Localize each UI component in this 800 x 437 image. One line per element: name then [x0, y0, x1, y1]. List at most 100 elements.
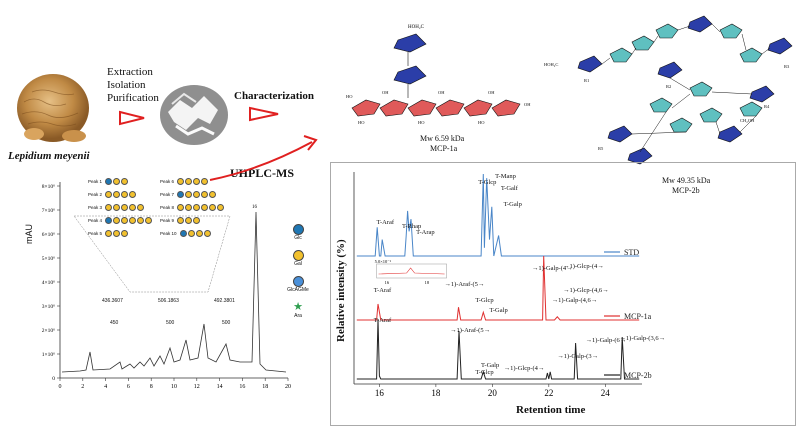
peak-label: Peak 4	[88, 218, 103, 223]
uhplc-y-unit: mAU	[24, 224, 34, 244]
mz-value-label: 436.3607	[102, 298, 123, 304]
peak-annotation: →1)-Araf-(5→	[444, 281, 484, 288]
gal-symbol-icon	[185, 191, 193, 198]
peak-annotation: T-Galp	[504, 201, 522, 208]
legend-item: ★Ara	[278, 302, 318, 320]
circle-icon	[292, 224, 304, 235]
y-tick-label: 7×10⁶	[42, 208, 55, 214]
gal-symbol-icon	[113, 191, 121, 198]
gal-symbol-icon	[193, 178, 201, 185]
gal-symbol-icon	[129, 191, 137, 198]
y-tick-label: 4×10⁶	[42, 280, 55, 286]
gal-symbol-icon	[105, 230, 113, 237]
x-tick-label: 18	[431, 388, 441, 398]
gal-symbol-icon	[193, 204, 201, 211]
gal-symbol-icon	[121, 178, 129, 185]
gal-symbol-icon	[145, 217, 153, 224]
svg-text:R2: R2	[666, 84, 671, 89]
x-tick-label: 20	[488, 388, 498, 398]
peak-number-label: 16	[252, 205, 258, 210]
gal-symbol-icon	[137, 217, 145, 224]
gal-symbol-icon	[177, 204, 185, 211]
gal-symbol-icon	[193, 191, 201, 198]
gal-symbol-icon	[185, 204, 193, 211]
gal-symbol-icon	[121, 191, 129, 198]
gal-symbol-icon	[209, 204, 217, 211]
peak-glycan-row: Peak 6	[160, 178, 209, 185]
svg-text:HO: HO	[346, 94, 353, 99]
step-purification: Purification	[107, 92, 159, 104]
y-tick-label: 2×10⁶	[42, 328, 55, 334]
mz-value-label: 506.1863	[158, 298, 179, 304]
svg-text:R3: R3	[784, 64, 790, 69]
peak-label: Peak 2	[88, 192, 103, 197]
legend-label: GlcAGMe	[287, 287, 309, 293]
peak-glycan-row: Peak 5	[88, 230, 129, 237]
series-line-std	[356, 173, 640, 257]
x-tick-label: 18	[262, 384, 268, 390]
peak-label: Peak 7	[160, 192, 175, 197]
svg-text:OH: OH	[488, 90, 495, 95]
uhplc-chromatogram: 01×10⁶2×10⁶3×10⁶4×10⁶5×10⁶6×10⁶7×10⁶8×10…	[42, 182, 291, 390]
gal-symbol-icon	[105, 191, 113, 198]
gal-symbol-icon	[177, 217, 185, 224]
peak-glycan-row: Peak 10	[160, 230, 211, 237]
svg-text:HOH₂C: HOH₂C	[408, 25, 425, 30]
svg-text:HO: HO	[358, 120, 365, 125]
peak-glycan-row: Peak 7	[160, 191, 217, 198]
x-tick-label: 16	[375, 388, 385, 398]
gal-symbol-icon	[121, 230, 129, 237]
mz-value-label: 492.3801	[214, 298, 235, 304]
gal-symbol-icon	[201, 178, 209, 185]
series-legend-label: MCP-1a	[624, 312, 652, 321]
svg-text:OH: OH	[382, 90, 389, 95]
svg-text:R4: R4	[764, 104, 770, 109]
gc-y-axis-label: Relative intensity (%)	[335, 239, 347, 342]
peak-annotation: T-Araf	[374, 317, 392, 324]
x-tick-label: 16	[239, 384, 245, 390]
inset-scale-label: 5.0×10⁻¹	[375, 259, 392, 264]
svg-text:OH: OH	[438, 90, 445, 95]
gal-symbol-icon	[137, 204, 145, 211]
series-legend-label: STD	[624, 248, 639, 257]
peak-annotation: →1)-Glcp-(4→	[563, 263, 604, 270]
step-isolation: Isolation	[107, 79, 146, 91]
gal-symbol-icon	[185, 178, 193, 185]
series-legend-label: MCP-2b	[624, 371, 652, 380]
x-tick-label: 6	[127, 384, 130, 390]
gal-symbol-icon	[187, 230, 195, 237]
peak-glycan-row: Peak 3	[88, 204, 145, 211]
legend-item: Glc	[278, 224, 318, 241]
peak-annotation: T-Galp	[481, 362, 499, 369]
y-tick-label: 5×10⁶	[42, 256, 55, 262]
gal-symbol-icon	[193, 217, 201, 224]
mz-axis-label: 500	[222, 320, 231, 326]
mcp-2b-mw: Mw 49.35 kDa	[662, 176, 711, 185]
peak-glycan-row: Peak 1	[88, 178, 129, 185]
gc-x-axis-label: Retention time	[516, 404, 586, 416]
peak-annotation: T-Rhap	[402, 223, 421, 230]
peak-annotation: →1)-Araf-(5→	[450, 327, 490, 334]
gc-ms-panel-border	[330, 162, 796, 426]
gal-symbol-icon	[121, 204, 129, 211]
y-tick-label: 6×10⁶	[42, 232, 55, 238]
mz-axis-label: 450	[110, 320, 119, 326]
peak-annotation: →1)-Galp-(4→	[532, 265, 573, 272]
gal-symbol-icon	[201, 191, 209, 198]
peak-annotation: T-Arap	[416, 229, 435, 236]
x-tick-label: 0	[59, 384, 62, 390]
x-tick-label: 22	[544, 388, 553, 398]
peak-annotation: T-Araf	[377, 219, 395, 226]
peak-annotation: →1)-Glcp-(4,6→	[563, 287, 609, 294]
x-tick-label: 8	[150, 384, 153, 390]
gal-symbol-icon	[185, 217, 193, 224]
workflow-steps: Extraction Isolation Purification	[107, 66, 159, 105]
peak-annotation: →1)-Glcp-(4→	[504, 365, 545, 372]
y-tick-label: 1×10⁶	[42, 352, 55, 358]
species-label: Lepidium meyenii	[8, 150, 90, 162]
gal-symbol-icon	[121, 217, 129, 224]
